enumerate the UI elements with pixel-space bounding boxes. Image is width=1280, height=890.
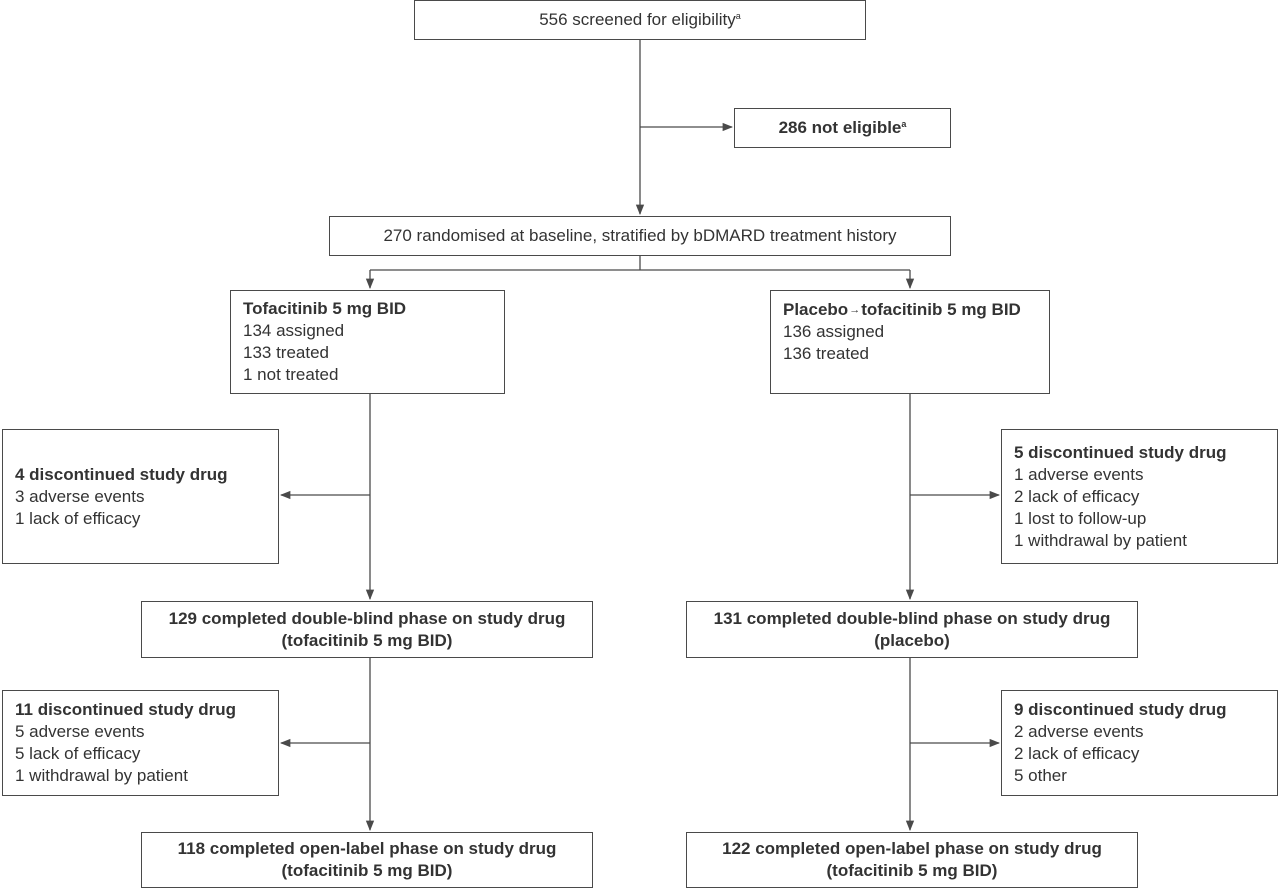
double-blind-placebo-line1: 131 completed double-blind phase on stud…: [713, 608, 1111, 628]
discontinued-2-tofacitinib-title: 11 discontinued study drug: [15, 700, 237, 719]
discontinued-1-tofacitinib-line: 1 lack of efficacy: [15, 508, 141, 528]
arm-placebo-arrow: →: [849, 304, 861, 316]
open-label-tofacitinib-line2: (tofacitinib 5 mg BID): [281, 861, 453, 880]
arm-placebo-title-b: tofacitinib 5 mg BID: [861, 300, 1021, 319]
discontinued-1-placebo-line: 1 lost to follow-up: [1014, 508, 1147, 528]
arm-tofacitinib-line: 134 assigned: [243, 321, 345, 340]
discontinued-1-tofacitinib-title: 4 discontinued study drug: [15, 464, 228, 484]
screened-box: 556 screened for eligibilitya: [414, 0, 866, 40]
arm-tofacitinib-line: 133 treated: [243, 343, 330, 362]
double-blind-tofacitinib-box: 129 completed double-blind phase on stud…: [141, 601, 593, 658]
arm-placebo-line: 136 assigned: [783, 322, 885, 341]
arm-placebo-title: Placebo→tofacitinib 5 mg BID: [783, 299, 1049, 321]
screened-footnote: a: [735, 11, 741, 21]
discontinued-2-tofacitinib-line: 5 adverse events: [15, 722, 145, 741]
double-blind-placebo-line2: (placebo): [874, 630, 950, 650]
arm-placebo-box: Placebo→tofacitinib 5 mg BID 136 assigne…: [770, 290, 1050, 394]
randomised-text: 270 randomised at baseline, stratified b…: [383, 226, 897, 245]
discontinued-1-placebo-line: 1 withdrawal by patient: [1014, 530, 1187, 550]
arm-placebo-line: 136 treated: [783, 344, 870, 363]
discontinued-2-placebo-title: 9 discontinued study drug: [1014, 700, 1227, 719]
double-blind-tofacitinib-line2: (tofacitinib 5 mg BID): [281, 630, 453, 650]
discontinued-1-placebo-title: 5 discontinued study drug: [1014, 442, 1227, 462]
open-label-tofacitinib-line1: 118 completed open-label phase on study …: [177, 839, 557, 858]
open-label-tofacitinib-box: 118 completed open-label phase on study …: [141, 832, 593, 888]
arm-tofacitinib-box: Tofacitinib 5 mg BID 134 assigned 133 tr…: [230, 290, 505, 394]
not-eligible-box: 286 not eligiblea: [734, 108, 951, 148]
discontinued-2-placebo-box: 9 discontinued study drug 2 adverse even…: [1001, 690, 1278, 796]
discontinued-2-placebo-line: 2 adverse events: [1014, 722, 1144, 741]
arm-tofacitinib-line: 1 not treated: [243, 365, 339, 384]
double-blind-placebo-box: 131 completed double-blind phase on stud…: [686, 601, 1138, 658]
discontinued-1-placebo-line: 2 lack of efficacy: [1014, 486, 1140, 506]
discontinued-2-tofacitinib-line: 5 lack of efficacy: [15, 744, 141, 763]
arm-tofacitinib-title: Tofacitinib 5 mg BID: [243, 299, 407, 318]
arm-placebo-title-a: Placebo: [783, 300, 849, 319]
discontinued-1-placebo-box: 5 discontinued study drug 1 adverse even…: [1001, 429, 1278, 564]
not-eligible-footnote: a: [901, 119, 907, 129]
not-eligible-text: 286 not eligible: [778, 118, 902, 137]
open-label-placebo-box: 122 completed open-label phase on study …: [686, 832, 1138, 888]
discontinued-1-tofacitinib-box: 4 discontinued study drug 3 adverse even…: [2, 429, 279, 564]
double-blind-tofacitinib-line1: 129 completed double-blind phase on stud…: [168, 608, 566, 628]
discontinued-2-tofacitinib-box: 11 discontinued study drug 5 adverse eve…: [2, 690, 279, 796]
open-label-placebo-line2: (tofacitinib 5 mg BID): [826, 861, 998, 880]
discontinued-2-tofacitinib-line: 1 withdrawal by patient: [15, 766, 188, 785]
discontinued-1-tofacitinib-line: 3 adverse events: [15, 486, 145, 506]
discontinued-2-placebo-line: 5 other: [1014, 766, 1067, 785]
open-label-placebo-line1: 122 completed open-label phase on study …: [722, 839, 1102, 858]
randomised-box: 270 randomised at baseline, stratified b…: [329, 216, 951, 256]
screened-text: 556 screened for eligibility: [539, 10, 736, 29]
discontinued-1-placebo-line: 1 adverse events: [1014, 464, 1144, 484]
discontinued-2-placebo-line: 2 lack of efficacy: [1014, 744, 1140, 763]
